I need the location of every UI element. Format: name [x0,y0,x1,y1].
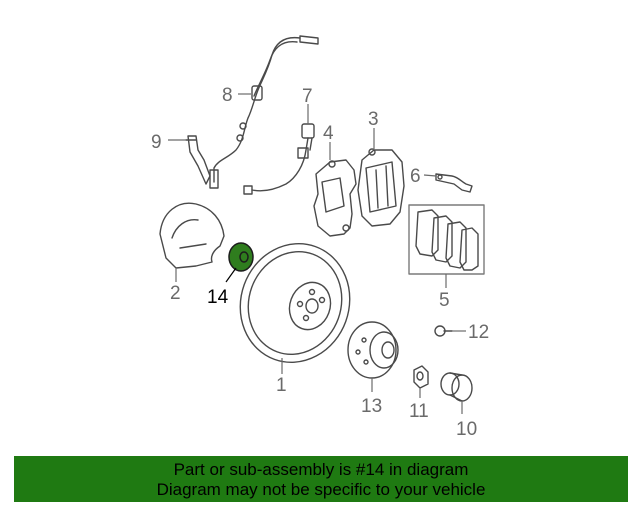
callout-5: 5 [439,290,450,311]
part-12-bolt[interactable] [434,325,453,337]
callout-12: 12 [468,322,489,343]
callout-14: 14 [207,287,229,308]
callout-3: 3 [368,109,379,130]
part-3-caliper[interactable] [357,148,405,227]
part-2-splash-shield[interactable] [159,202,225,269]
part-10-hub-cap[interactable] [440,372,473,402]
part-6-wear-sensor[interactable] [435,173,473,193]
part-13-wheel-hub[interactable] [347,321,399,379]
part-5-brake-pads[interactable] [408,204,485,275]
banner-line-1: Part or sub-assembly is #14 in diagram [173,460,469,479]
part-14-seal[interactable] [228,242,254,272]
callout-4: 4 [323,123,334,144]
callout-7: 7 [302,86,313,107]
callout-1: 1 [276,375,287,396]
part-9-bracket[interactable] [185,135,211,185]
callout-9: 9 [151,132,162,153]
parts-diagram: 8 7 9 4 3 6 [151,35,489,440]
part-11-nut[interactable] [413,365,429,389]
banner-line-2: Diagram may not be specific to your vehi… [156,480,486,499]
part-7-brake-hose[interactable] [243,123,315,195]
callout-10: 10 [456,419,477,440]
part-4-caliper-carrier[interactable] [313,159,357,237]
part-1-brake-disc[interactable] [224,228,367,378]
callout-6: 6 [410,166,421,187]
part-8-sensor-wire[interactable] [209,35,319,189]
callout-13: 13 [361,396,382,417]
callout-8: 8 [222,85,233,106]
callout-2: 2 [170,283,181,304]
info-banner: Part or sub-assembly is #14 in diagram D… [14,456,628,502]
callout-11: 11 [409,401,429,422]
